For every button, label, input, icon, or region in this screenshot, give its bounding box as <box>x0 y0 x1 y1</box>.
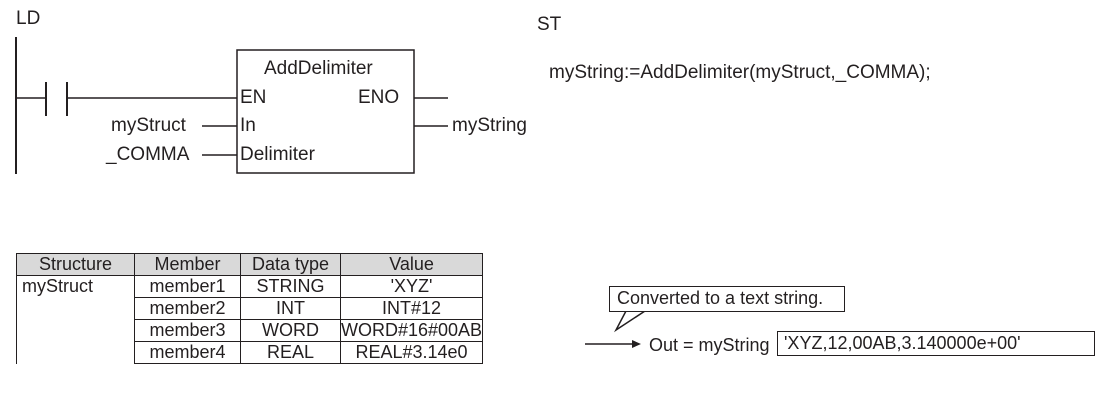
output-arrow-head <box>632 340 641 348</box>
table-cell: REAL#3.14e0 <box>339 341 484 364</box>
fb-en-pin: EN <box>240 87 267 108</box>
table-header-row: Structure Member Data type Value <box>16 253 484 276</box>
structure-name: myStruct <box>16 275 135 364</box>
output-value-box: 'XYZ,12,00AB,3.140000e+00' <box>777 331 1095 356</box>
callout-note: Converted to a text string. <box>609 286 845 312</box>
st-code: myString:=AddDelimiter(myStruct,_COMMA); <box>549 62 931 83</box>
table-cell: WORD <box>240 319 341 342</box>
table-cell: INT#12 <box>339 297 484 320</box>
table-cell: 'XYZ' <box>339 275 484 298</box>
table-row: myStruct member1 STRING 'XYZ' <box>16 275 484 364</box>
table-header: Value <box>339 253 484 276</box>
ld-label: LD <box>16 8 41 29</box>
table-cell: member3 <box>134 319 241 342</box>
fb-name: AddDelimiter <box>264 58 373 79</box>
table-cell: member4 <box>134 341 241 364</box>
fb-in-pin: In <box>240 115 256 136</box>
delimiter-variable: _COMMA <box>106 144 190 165</box>
out-label: Out = myString <box>649 335 770 355</box>
fb-eno-pin: ENO <box>358 87 400 108</box>
table-cell: member2 <box>134 297 241 320</box>
table-header: Data type <box>240 253 341 276</box>
table-cell: STRING <box>240 275 341 298</box>
table-header: Structure <box>16 253 135 276</box>
table-cell: REAL <box>240 341 341 364</box>
table-cell: member1 <box>134 275 241 298</box>
callout-tail <box>613 310 646 333</box>
st-label: ST <box>537 14 562 35</box>
table-header: Member <box>134 253 241 276</box>
table-cell: WORD#16#00AB <box>339 319 484 342</box>
table-row: member3 WORD WORD#16#00AB <box>17 319 484 342</box>
table-cell: INT <box>240 297 341 320</box>
member-table: Structure Member Data type Value myStruc… <box>16 253 484 364</box>
table-row: member4 REAL REAL#3.14e0 <box>17 341 484 364</box>
output-variable: myString <box>452 115 527 136</box>
function-block-box <box>236 49 415 174</box>
fb-delimiter-pin: Delimiter <box>240 144 315 165</box>
input-variable: myStruct <box>111 115 186 136</box>
